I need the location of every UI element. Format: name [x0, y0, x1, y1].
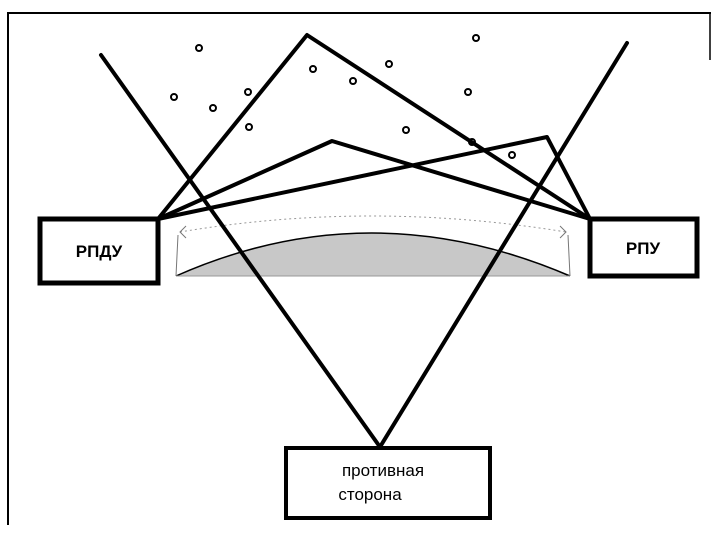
particle: [209, 104, 217, 112]
particle: [245, 123, 253, 131]
earth-left-bracket: [179, 225, 187, 239]
earth-dotted-arc: [179, 215, 567, 233]
propagation-paths: [99, 33, 629, 449]
particle: [244, 88, 252, 96]
earth-curve: [175, 232, 571, 277]
particle: [170, 93, 178, 101]
path-right-scatter: [156, 135, 592, 221]
particle: [309, 65, 317, 73]
opponent-box: противная сторона: [284, 446, 492, 520]
opponent-label-line2: сторона: [338, 485, 402, 504]
receiver-label: РПУ: [626, 239, 661, 258]
particle: [508, 151, 516, 159]
earth-right-bracket: [559, 225, 567, 239]
particle: [464, 88, 472, 96]
particle: [349, 77, 357, 85]
path-interception-right: [378, 41, 629, 449]
transmitter-box: РПДУ: [37, 216, 161, 286]
particle: [195, 44, 203, 52]
path-mid-scatter: [156, 139, 592, 221]
particle: [402, 126, 410, 134]
receiver-box: РПУ: [587, 216, 700, 279]
frame: [7, 12, 711, 525]
transmitter-label: РПДУ: [76, 242, 123, 261]
earth-outline: [175, 234, 571, 277]
scatter-particles: [170, 34, 516, 159]
particle: [385, 60, 393, 68]
opponent-label-line1: противная: [342, 461, 424, 480]
path-interception-left: [99, 53, 382, 449]
particle: [472, 34, 480, 42]
path-high-scatter: [156, 33, 592, 221]
